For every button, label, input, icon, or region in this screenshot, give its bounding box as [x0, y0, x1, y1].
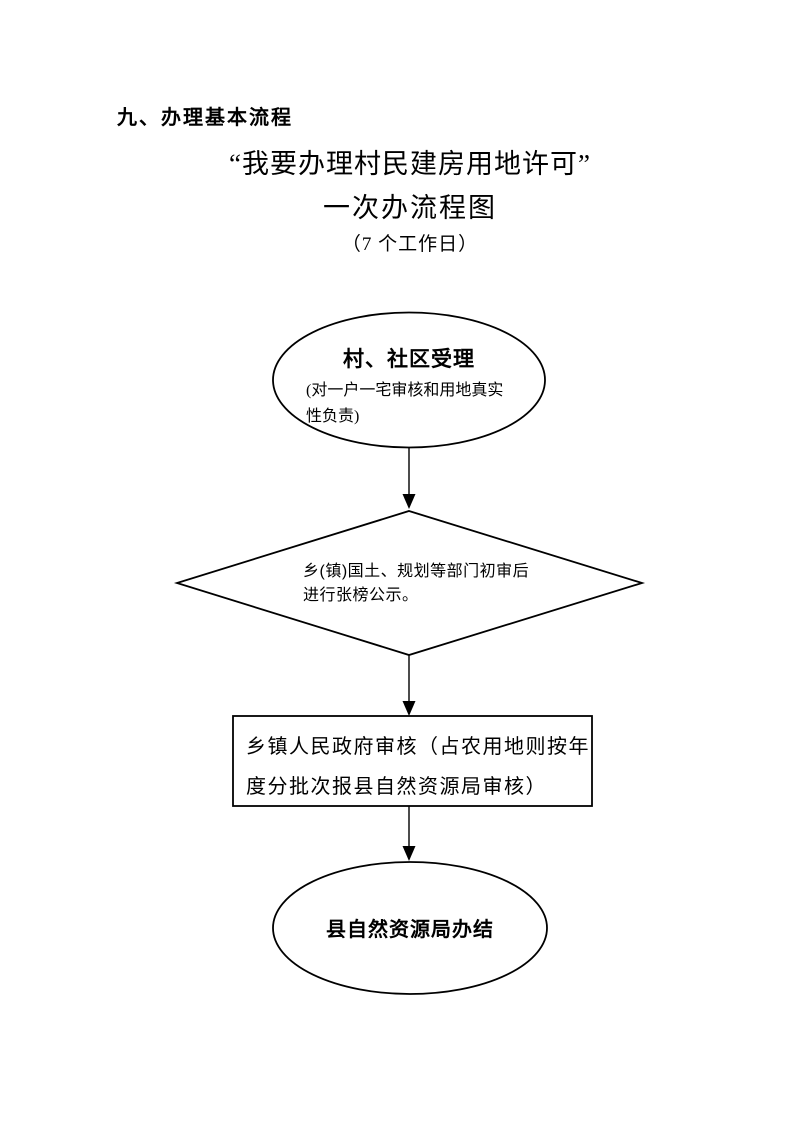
flowchart-title-quote: “我要办理村民建房用地许可”	[229, 149, 591, 179]
township-node-label-line2: 度分批次报县自然资源局审核）	[246, 776, 547, 798]
township-node-shape	[232, 715, 593, 807]
section-heading: 九、办理基本流程	[117, 107, 293, 129]
review-node-label: 乡(镇)国土、规划等部门初审后 进行张榜公示。	[303, 560, 529, 608]
review-node-label-line2: 进行张榜公示。	[303, 587, 419, 604]
arrowhead-township-end	[402, 846, 416, 861]
flowchart-title: 一次办流程图	[323, 193, 497, 223]
review-node-label-line1: 乡(镇)国土、规划等部门初审后	[303, 563, 530, 580]
start-node-sublabel-line2: 性负责)	[306, 408, 360, 425]
start-node-label: 村、社区受理	[343, 348, 475, 371]
start-node-sublabel-line1: (对一户一宅审核和用地真实	[306, 382, 504, 399]
end-node-label: 县自然资源局办结	[326, 919, 494, 941]
start-node-sublabel: (对一户一宅审核和用地真实 性负责)	[306, 378, 503, 430]
arrowhead-start-review	[402, 494, 416, 509]
end-node-shape	[272, 861, 548, 995]
township-node-label-line1: 乡镇人民政府审核（占农用地则按年	[246, 736, 590, 758]
township-node-label: 乡镇人民政府审核（占农用地则按年 度分批次报县自然资源局审核）	[246, 727, 590, 807]
working-days-note: （7 个工作日）	[341, 234, 479, 255]
arrowhead-review-township	[402, 701, 416, 716]
